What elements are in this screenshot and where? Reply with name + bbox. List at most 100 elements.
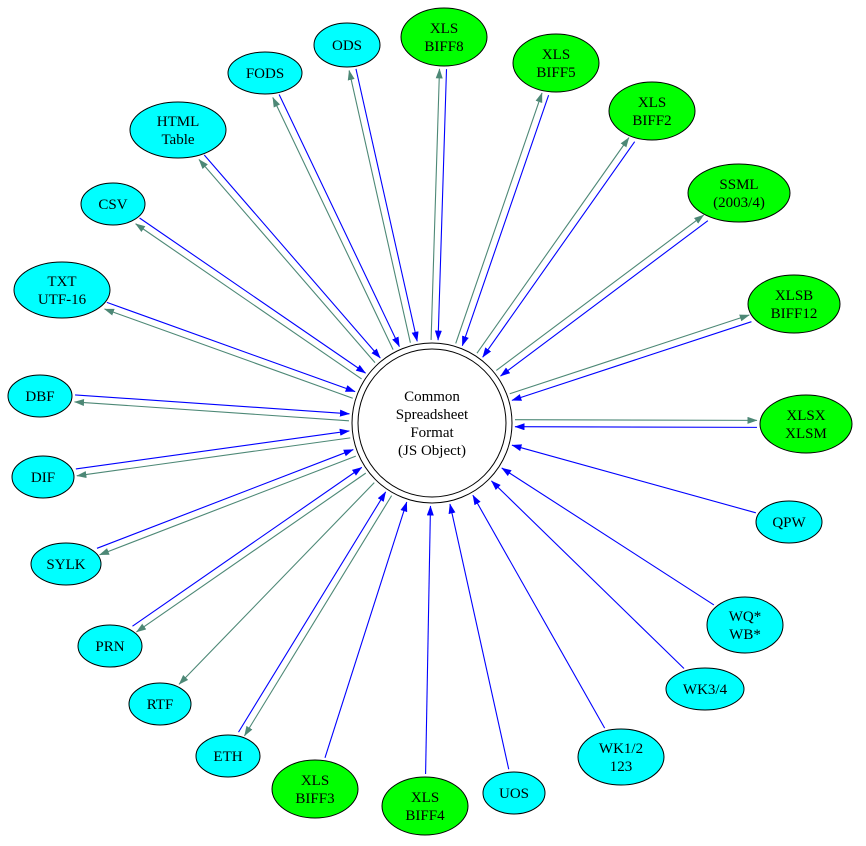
edge-xlsx-xlsm-read [514,423,757,431]
edge-xls-biff5-write [455,92,543,344]
node-dbf: DBF [7,374,73,418]
node-eth: ETH [195,734,261,778]
node-xlsb-biff12-ellipse [747,274,841,334]
node-prn: PRN [77,624,143,668]
edge-fods-write [272,97,394,350]
edge-html-table-write [198,159,376,363]
edge-sylk-read [96,449,354,549]
node-uos-label: UOS [499,786,529,802]
node-qpw: QPW [755,500,823,544]
node-fods-label: FODS [246,66,284,82]
node-ssml-2003-4-ellipse [687,163,791,223]
edge-dbf-read [75,394,350,417]
edge-ods-write [347,69,411,343]
node-csv-ellipse [80,182,146,226]
edge-txt-utf-16-write [104,308,353,399]
node-prn-label: PRN [95,639,124,655]
node-sylk: SYLK [30,542,102,586]
node-dif-ellipse [11,455,75,499]
node-rtf-label: RTF [147,697,174,713]
node-dif: DIF [11,455,75,499]
edge-prn-write [136,472,367,633]
node-xls-biff5-ellipse [512,33,600,93]
node-uos-ellipse [482,771,546,815]
edges-layer [74,68,758,775]
edge-xls-biff2-write [476,137,630,354]
edge-xls-biff8-write [430,68,443,340]
node-dbf-label: DBF [25,389,54,405]
edge-ssml-2003-4-write [495,214,705,371]
edge-fods-read [278,94,400,348]
edge-ssml-2003-4-read [500,220,709,377]
edge-ods-read [355,68,419,342]
node-dif-label: DIF [31,470,55,486]
node-qpw-ellipse [755,500,823,544]
edge-xls-biff2-read [482,141,636,358]
edge-dif-read [75,428,350,470]
node-txt-utf-16-ellipse [13,261,111,319]
node-fods-ellipse [227,51,303,95]
node-xls-biff3-ellipse [271,759,359,819]
node-fods: FODS [227,51,303,95]
edge-xlsb-biff12-write [509,314,750,395]
node-wk1-2-123-ellipse [577,728,665,786]
edge-prn-read [132,466,363,627]
node-eth-label: ETH [213,749,242,765]
node-ssml-2003-4: SSML(2003/4) [687,163,791,223]
node-ods-label: ODS [332,38,362,54]
edge-xls-biff8-read [434,69,448,341]
node-ods: ODS [313,22,381,68]
edge-xlsx-xlsm-write [515,416,758,424]
node-qpw-label: QPW [772,515,806,531]
edge-dbf-write [74,399,349,422]
node-wk3-4-label: WK3/4 [683,682,728,698]
edge-wk1-2-123-read [472,494,606,729]
node-ssml-2003-4-label: SSML(2003/4) [713,177,765,211]
edge-html-table-read [203,154,381,359]
node-eth-ellipse [195,734,261,778]
node-xlsx-xlsm-ellipse [759,394,853,454]
edge-qpw-read [511,444,757,514]
node-wq-wb: WQ*WB* [706,596,784,654]
edge-xls-biff4-read [425,505,434,775]
node-csv-label: CSV [98,197,127,213]
edge-xls-biff5-read [461,95,550,347]
node-dbf-ellipse [7,374,73,418]
node-wq-wb-ellipse [706,596,784,654]
edge-rtf-write [178,482,375,685]
edge-csv-read [139,217,366,374]
edge-xlsb-biff12-read [511,321,752,401]
node-ods-ellipse [313,22,381,68]
node-rtf-ellipse [128,682,192,726]
node-prn-ellipse [77,624,143,668]
node-wq-wb-label: WQ*WB* [729,609,762,643]
node-xls-biff8-ellipse [400,7,488,67]
node-sylk-label: SYLK [46,557,85,573]
edge-csv-write [135,223,362,380]
node-csv: CSV [80,182,146,226]
node-html-table-ellipse [129,101,227,159]
node-rtf: RTF [128,682,192,726]
